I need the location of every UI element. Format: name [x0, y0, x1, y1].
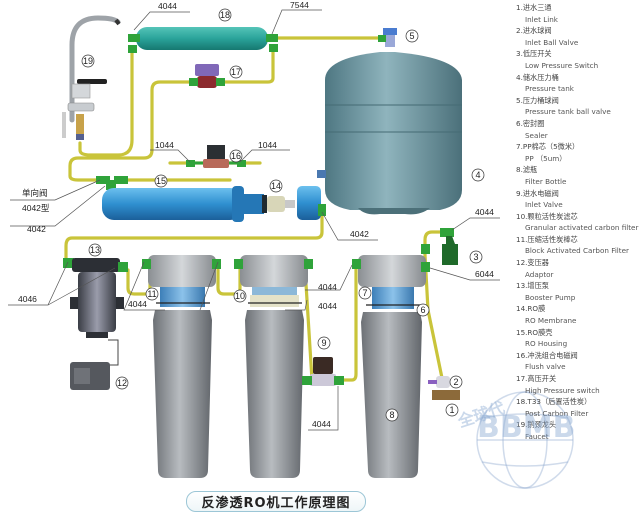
inlet-solenoid-valve — [302, 357, 344, 386]
label-check-valve-type: 4042型 — [22, 203, 50, 213]
marker-14: 14 — [271, 181, 281, 191]
marker-9: 9 — [321, 338, 326, 348]
marker-7: 7 — [362, 288, 367, 298]
watermark: 全球代 BBMB — [455, 398, 576, 445]
marker-17: 17 — [231, 67, 241, 77]
marker-10: 10 — [235, 291, 245, 301]
pressure-tank — [317, 52, 462, 215]
label-7544: 7544 — [290, 0, 309, 10]
legend-item-18: 18.T33（后置活性炭）Post Carbon Filter — [516, 397, 592, 418]
label-4046: 4046 — [18, 294, 37, 304]
filter-housing-granular-carbon — [234, 255, 313, 478]
marker-18: 18 — [220, 10, 230, 20]
marker-15: 15 — [156, 176, 166, 186]
filter-housing-carbon-block — [142, 255, 221, 478]
label-4042-left: 4042 — [27, 224, 46, 234]
label-4044-low-switch: 4044 — [475, 207, 494, 217]
ro-housing — [102, 186, 326, 222]
marker-1: 1 — [449, 405, 454, 415]
marker-5: 5 — [409, 31, 414, 41]
filter-housing-pp — [352, 244, 430, 478]
leader-lines — [8, 9, 500, 431]
label-check-valve: 单向阀 — [22, 188, 48, 198]
check-valve — [96, 176, 128, 190]
marker-3: 3 — [473, 252, 478, 262]
marker-8: 8 — [389, 410, 394, 420]
label-4044-pump: 4044 — [128, 299, 147, 309]
high-pressure-switch — [189, 64, 225, 88]
label-4044-top: 4044 — [158, 1, 177, 11]
label-4042-right: 4042 — [350, 229, 369, 239]
label-1044-left: 1044 — [155, 140, 174, 150]
booster-pump — [63, 258, 128, 366]
number-markers — [81, 8, 485, 422]
label-6044: 6044 — [475, 269, 494, 279]
marker-16: 16 — [231, 151, 241, 161]
label-1044-right: 1044 — [258, 140, 277, 150]
flush-valve — [186, 145, 246, 168]
marker-4: 4 — [475, 170, 480, 180]
marker-19: 19 — [83, 56, 93, 66]
inlet-link — [428, 376, 460, 400]
watermark-globe — [476, 391, 574, 489]
post-carbon-filter — [128, 27, 278, 53]
tank-ball-valve — [378, 28, 397, 47]
label-4044-valve: 4044 — [312, 419, 331, 429]
low-pressure-switch — [440, 228, 458, 265]
label-4044-mid1: 4044 — [318, 282, 337, 292]
label-4044-mid2: 4044 — [318, 301, 337, 311]
adaptor — [70, 362, 110, 390]
diagram-title: 反渗透RO机工作原理图 — [201, 496, 351, 511]
marker-2: 2 — [453, 377, 458, 387]
marker-12: 12 — [117, 378, 127, 388]
marker-13: 13 — [90, 245, 100, 255]
marker-11: 11 — [147, 289, 156, 299]
number-marker-labels: 1 2 3 4 5 6 7 8 9 10 11 12 13 14 15 16 1… — [83, 10, 481, 420]
marker-6: 6 — [420, 305, 425, 315]
legend-item-7: 7.PP棉芯（5微米）PP （5um） — [516, 142, 580, 163]
callout-labels: 4044 7544 1044 1044 单向阀 4042型 4042 4042 … — [18, 0, 494, 429]
faucet — [62, 15, 121, 140]
